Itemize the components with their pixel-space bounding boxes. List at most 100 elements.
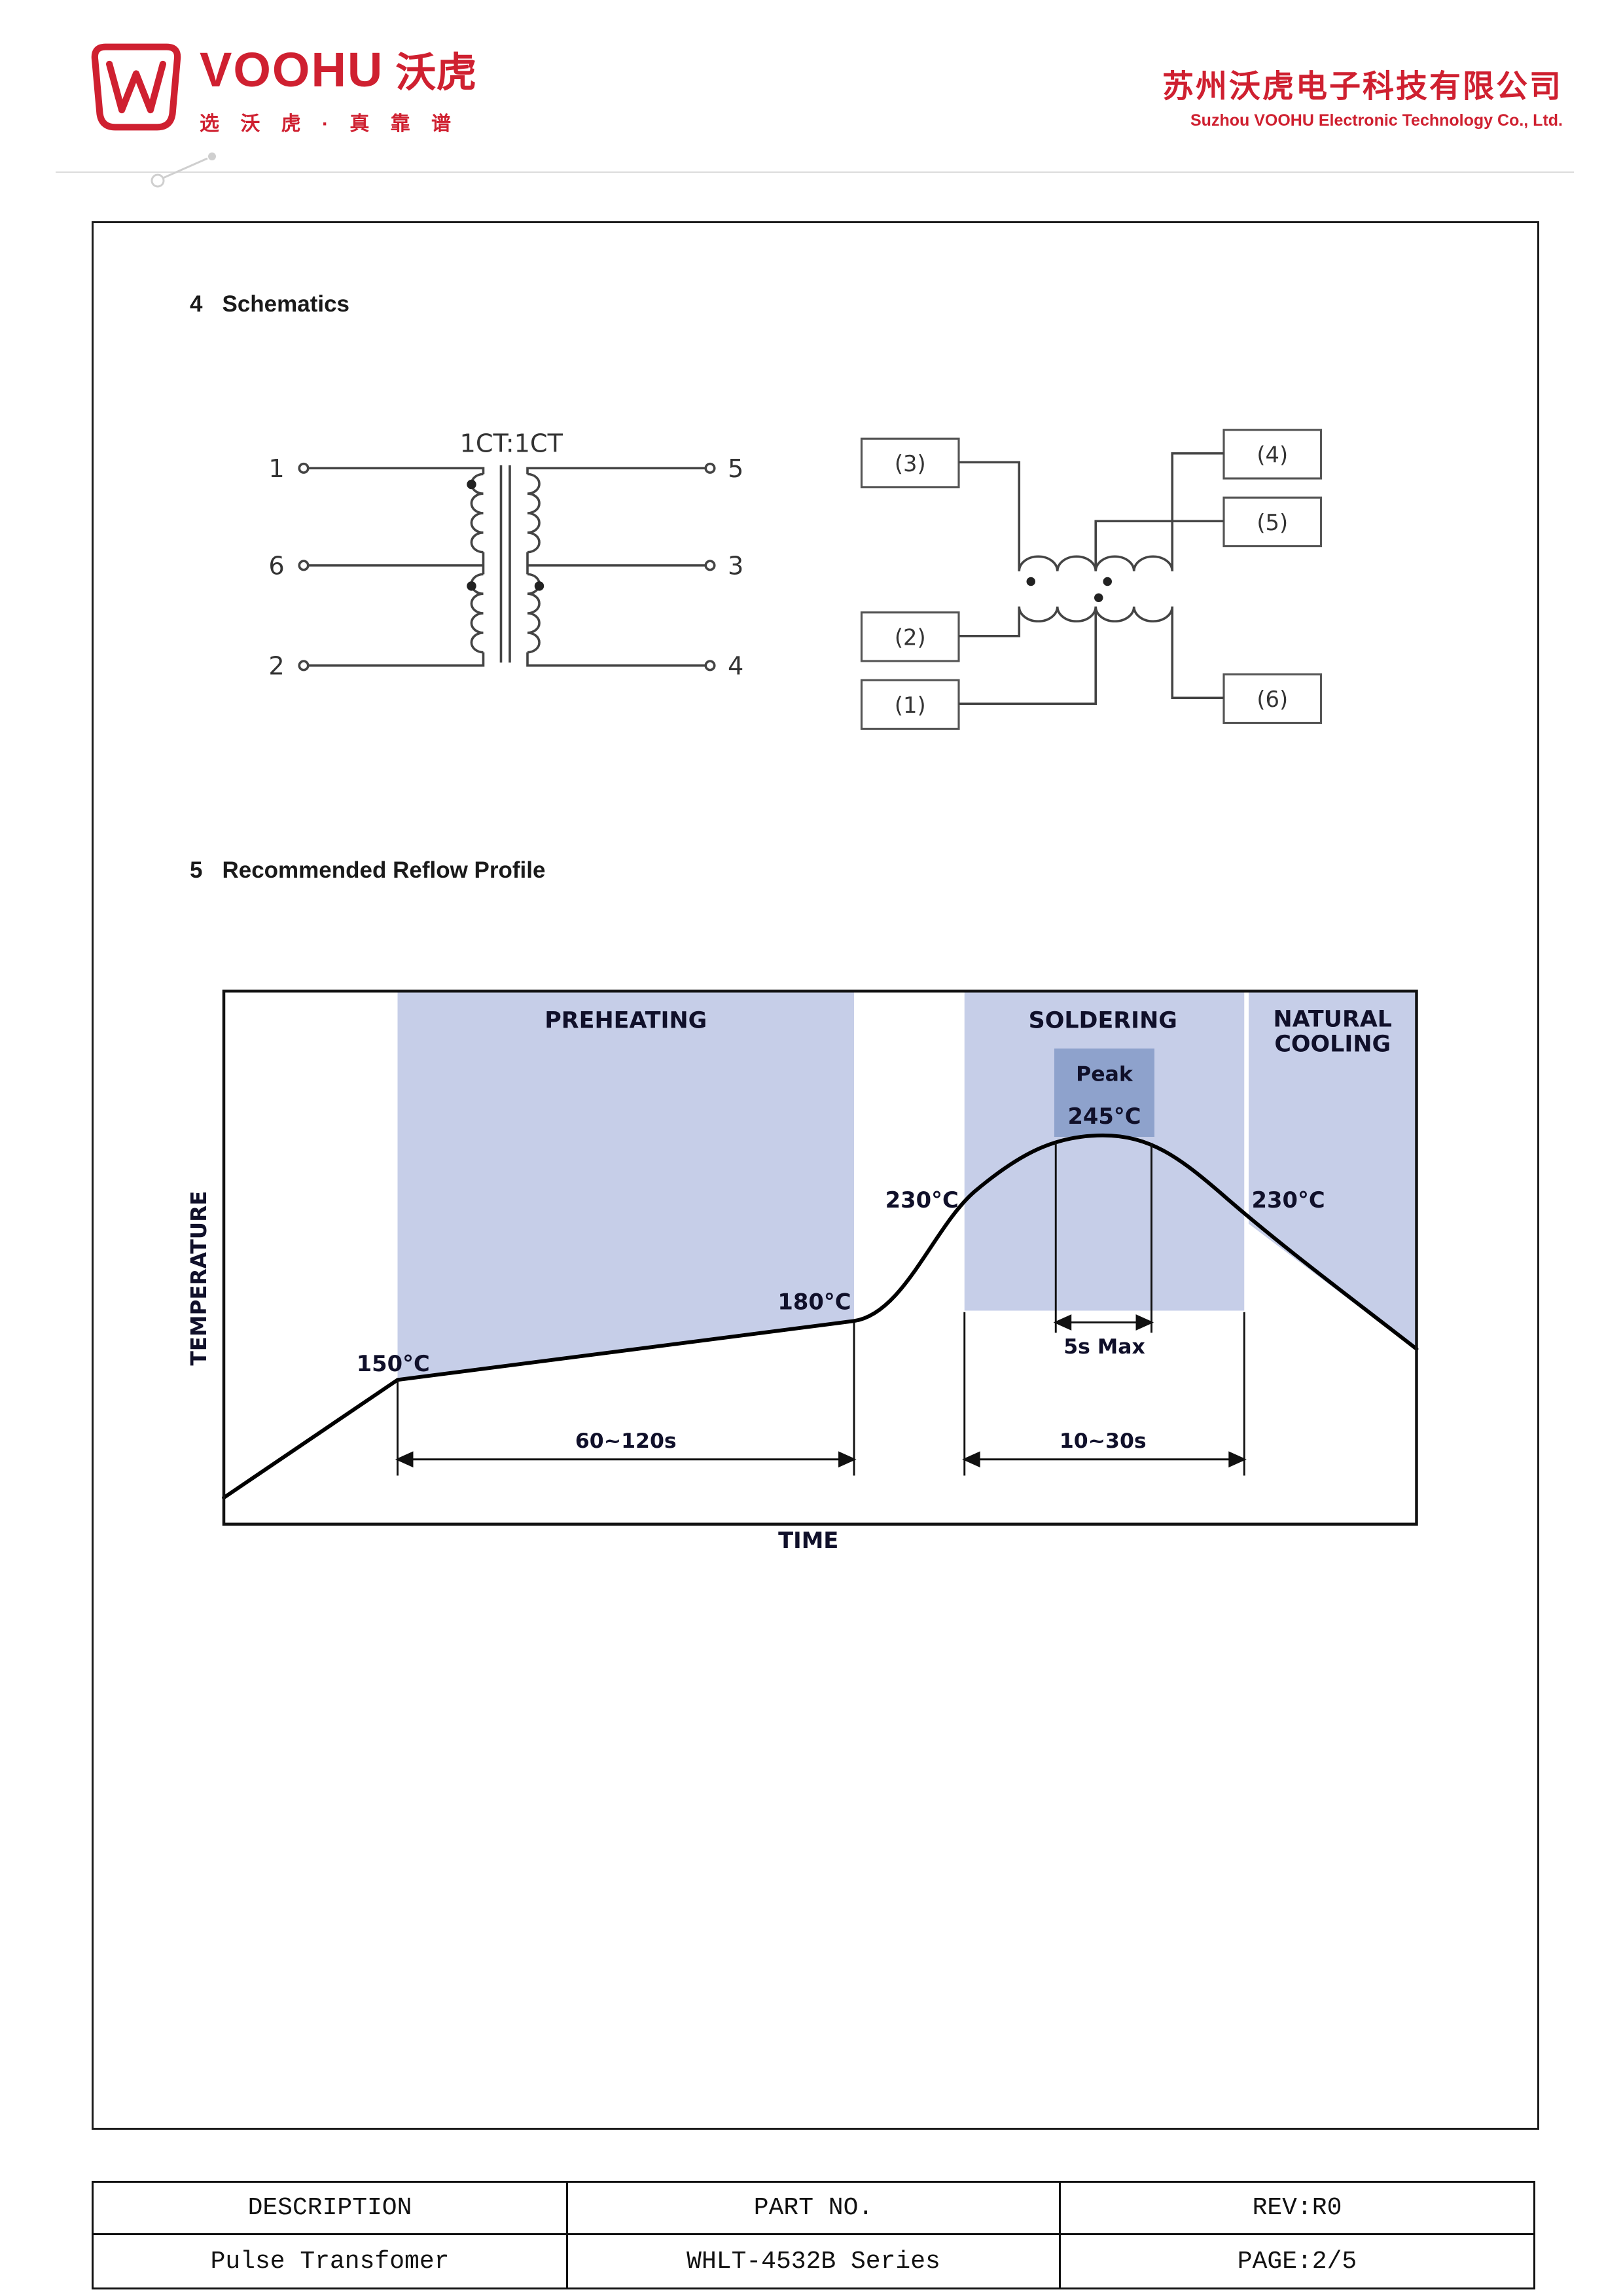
- footer-header-part-no: PART NO.: [568, 2183, 1061, 2235]
- pin-label-4: 4: [728, 651, 743, 681]
- cooling-zone-label-line1: NATURAL: [1273, 1006, 1392, 1032]
- block-wires: [959, 452, 1224, 706]
- wire-terminal-1: [959, 606, 1097, 706]
- block-phase-dots: [1026, 577, 1112, 602]
- logo-w-mark: [106, 60, 166, 114]
- terminal-pin2: [298, 660, 310, 672]
- arrowhead: [395, 1451, 414, 1468]
- arrowhead: [1135, 1314, 1154, 1331]
- pin-label-5: 5: [728, 454, 743, 484]
- company-name-cn: 苏州沃虎电子科技有限公司: [1162, 69, 1563, 104]
- terminal-block-schematic: (3) (4) (5) (2) (1) (6): [860, 429, 1323, 730]
- header-circuit-decoration: [151, 152, 216, 188]
- footer-value-part-no: WHLT-4532B Series: [568, 2235, 1061, 2287]
- pin-label-1: 1: [268, 454, 284, 484]
- header-divider: [56, 171, 1574, 173]
- arrowhead: [1053, 1314, 1072, 1331]
- brand-tagline: 选 沃 虎 · 真 靠 谱: [200, 113, 459, 135]
- footer-value-page: PAGE:2/5: [1237, 2247, 1357, 2276]
- wire-pin4: [526, 652, 706, 667]
- wire-pin5: [526, 467, 706, 475]
- terminal-pin6: [298, 560, 310, 571]
- wire-terminal-4: [1171, 452, 1224, 571]
- terminal-box-3: [860, 437, 960, 489]
- terminal-boxes: [860, 429, 1323, 730]
- terminal-labels: (3) (4) (5) (2) (1) (6): [895, 442, 1288, 718]
- arrowhead: [838, 1451, 857, 1468]
- terminal-label-5: (5): [1257, 510, 1288, 535]
- temp-230-left-label: 230°C: [885, 1187, 959, 1213]
- reflow-profile-chart: PREHEATING SOLDERING NATURAL COOLING Pea…: [187, 990, 1419, 1553]
- terminal-box-1: [860, 679, 960, 730]
- preheating-zone-label: PREHEATING: [544, 1008, 707, 1034]
- pin-label-3: 3: [728, 551, 743, 581]
- primary-winding-upper-coil: [470, 473, 484, 554]
- brand-name-en: VOOHU: [200, 43, 384, 97]
- pin-label-6: 6: [268, 551, 284, 581]
- logo-frame: [91, 43, 181, 131]
- section-number: 4: [190, 291, 203, 317]
- transformer-wires: [308, 465, 706, 667]
- terminal-pin5: [704, 462, 716, 474]
- terminal-box-4: [1222, 429, 1323, 480]
- company-name-block: 苏州沃虎电子科技有限公司 Suzhou VOOHU Electronic Tec…: [1162, 60, 1563, 130]
- guide-lines: [397, 1143, 1245, 1476]
- dimension-arrows: [395, 1314, 1247, 1468]
- terminal-label-2: (2): [895, 624, 926, 650]
- decoration-line: [162, 157, 208, 179]
- cooling-zone-label-line2: COOLING: [1274, 1031, 1391, 1058]
- block-phase-dot-3: [1094, 593, 1103, 602]
- secondary-winding-upper-coil: [527, 473, 541, 554]
- pin-label-2: 2: [268, 651, 284, 681]
- preheating-zone: [397, 991, 854, 1380]
- footer-header-rev: REV:R0: [1061, 2183, 1533, 2235]
- solder-duration-label: 10~30s: [1060, 1429, 1147, 1453]
- arrowhead: [962, 1451, 980, 1468]
- peak-temp-label: 245°C: [1067, 1103, 1141, 1129]
- decoration-circle-large: [151, 173, 165, 188]
- voohu-logo-icon: [91, 43, 181, 131]
- decoration-circle-small: [208, 152, 216, 160]
- wire-terminal-2: [959, 606, 1021, 637]
- transformer-schematic: 1CT:1CT 1 6 2 5 3 4: [268, 429, 743, 681]
- transformer-core-lines: [499, 465, 511, 663]
- phase-dot-3: [534, 581, 544, 591]
- footer-title-block: DESCRIPTION PART NO. REV:R0 Pulse Transf…: [92, 2181, 1535, 2289]
- phase-dots: [467, 479, 544, 591]
- winding-ratio-label: 1CT:1CT: [459, 429, 563, 459]
- section-number: 5: [190, 857, 203, 883]
- wire-terminal-5: [1094, 520, 1224, 571]
- section-title: Recommended Reflow Profile: [222, 857, 546, 883]
- temp-230-right-label: 230°C: [1252, 1187, 1325, 1213]
- terminal-pin1: [298, 462, 310, 474]
- peak-label: Peak: [1076, 1063, 1133, 1086]
- peak-window-label: 5s Max: [1063, 1335, 1145, 1359]
- temp-180-label: 180°C: [777, 1289, 851, 1314]
- wire-pin1: [308, 467, 485, 475]
- soldering-zone-label: SOLDERING: [1029, 1008, 1177, 1034]
- section-heading-reflow: 5 Recommended Reflow Profile: [190, 857, 545, 884]
- brand-logo-block: VOOHU 沃虎 选 沃 虎 · 真 靠 谱: [88, 39, 476, 136]
- terminal-box-5: [1222, 496, 1323, 548]
- y-axis-label: TEMPERATURE: [187, 1191, 211, 1365]
- footer-value-description: Pulse Transfomer: [94, 2235, 568, 2287]
- section-heading-schematics: 4 Schematics: [190, 291, 349, 317]
- wire-terminal-3: [959, 461, 1021, 571]
- top-winding-coil: [1018, 555, 1174, 571]
- terminal-label-1: (1): [895, 692, 926, 718]
- terminal-label-6: (6): [1257, 687, 1288, 712]
- natural-cooling-zone: [1249, 991, 1417, 1351]
- terminal-label-3: (3): [895, 451, 926, 476]
- temperature-curve: [222, 1133, 1419, 1500]
- temp-150-label: 150°C: [357, 1351, 430, 1376]
- brand-name-cn: 沃虎: [395, 50, 477, 96]
- company-name-en: Suzhou VOOHU Electronic Technology Co., …: [1190, 111, 1563, 130]
- phase-dot-1: [467, 479, 476, 490]
- bottom-winding-coil: [1018, 606, 1174, 622]
- phase-dot-2: [467, 581, 476, 591]
- x-axis-label: TIME: [778, 1528, 838, 1553]
- wire-terminal-6: [1171, 606, 1224, 700]
- terminal-label-4: (4): [1257, 442, 1288, 467]
- transformer-terminals: [298, 462, 716, 672]
- wire-pin2: [308, 652, 485, 667]
